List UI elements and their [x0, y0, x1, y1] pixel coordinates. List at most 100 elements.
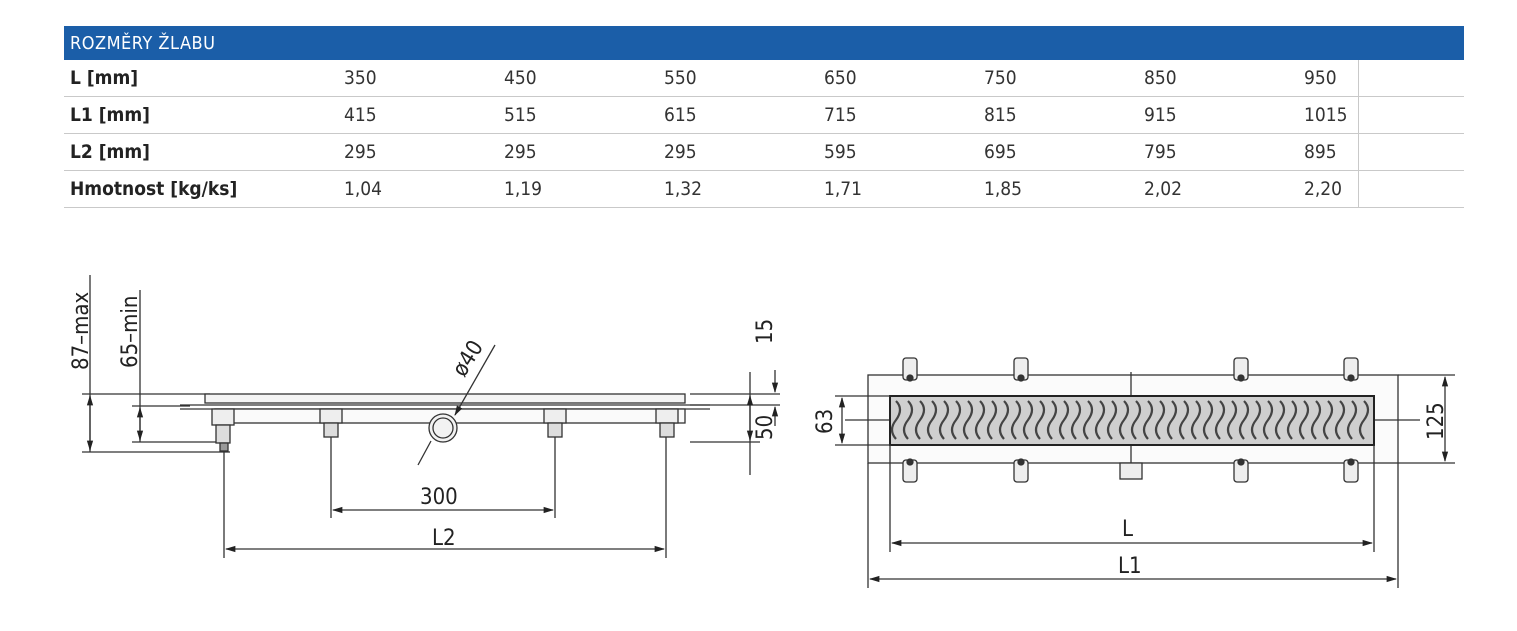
grate-wave [902, 400, 914, 440]
grate-wave [914, 400, 926, 440]
dim-87-max: 87–max [69, 292, 94, 370]
table-row: L [mm] 350 450 550 650 750 850 950 [64, 60, 1465, 97]
table-row: L1 [mm] 415 515 615 715 815 915 1015 [64, 96, 1465, 134]
top-view [835, 357, 1455, 588]
foot [319, 408, 343, 438]
grate-wave [1262, 400, 1274, 440]
grate-wave [1322, 400, 1334, 440]
cell: 550 [664, 60, 824, 97]
grate-wave [986, 400, 998, 440]
row-label: L1 [mm] [64, 96, 344, 134]
foot [543, 408, 567, 438]
grate-wave [1022, 400, 1034, 440]
cell: 595 [824, 133, 984, 171]
cell: 815 [984, 96, 1144, 134]
grate-wave [1166, 400, 1178, 440]
cell: 415 [344, 96, 504, 134]
dim-15: 15 [753, 319, 778, 344]
table-title: ROZMĚRY ŽLABU [64, 26, 1465, 60]
grate-wave [1118, 400, 1130, 440]
empty-cell [1358, 170, 1465, 208]
grate-wave [1106, 400, 1118, 440]
cell: 1,19 [504, 170, 664, 208]
table-row: L2 [mm] 295 295 295 595 695 795 895 [64, 133, 1465, 171]
cell: 715 [824, 96, 984, 134]
grate-wave [1226, 400, 1238, 440]
grate-wave [1046, 400, 1058, 440]
cell: 895 [1304, 133, 1359, 171]
cell: 695 [984, 133, 1144, 171]
grate-wave [938, 400, 950, 440]
cell: 2,20 [1304, 170, 1359, 208]
grate-wave [1010, 400, 1022, 440]
grate-wave [1082, 400, 1094, 440]
grate-wave [1250, 400, 1262, 440]
cell: 295 [504, 133, 664, 171]
cell: 295 [664, 133, 824, 171]
grate-wave [1034, 400, 1046, 440]
grate-wave [950, 400, 962, 440]
grate-wave [1178, 400, 1190, 440]
grate-wave [998, 400, 1010, 440]
cell: 1015 [1304, 96, 1359, 134]
foot [655, 408, 679, 438]
grate-wave [1358, 400, 1370, 440]
foot [211, 408, 235, 452]
cell: 915 [1144, 96, 1304, 134]
cell: 515 [504, 96, 664, 134]
grate-wave [1202, 400, 1214, 440]
grate-wave [1334, 400, 1346, 440]
side-view [82, 275, 780, 558]
grate-wave [1214, 400, 1226, 440]
grate-wave [1346, 400, 1358, 440]
cell: 450 [504, 60, 664, 97]
cell: 295 [344, 133, 504, 171]
table-row: Hmotnost [kg/ks] 1,04 1,19 1,32 1,71 1,8… [64, 170, 1465, 208]
grate-wave [1154, 400, 1166, 440]
row-label: L2 [mm] [64, 133, 344, 171]
empty-cell [1358, 96, 1465, 134]
row-label: L [mm] [64, 60, 344, 97]
dim-63: 63 [813, 409, 838, 434]
cell: 615 [664, 96, 824, 134]
dim-l1: L1 [1118, 554, 1142, 579]
grate-wave [962, 400, 974, 440]
cell: 1,04 [344, 170, 504, 208]
grate-wave [1238, 400, 1250, 440]
cell: 850 [1144, 60, 1304, 97]
grate-pattern [890, 400, 1370, 440]
grate-wave [1142, 400, 1154, 440]
dim-50: 50 [753, 415, 778, 440]
dim-65-min: 65–min [118, 296, 143, 368]
grate-wave [1094, 400, 1106, 440]
cell: 750 [984, 60, 1144, 97]
grate-wave [1058, 400, 1070, 440]
grate-wave [1310, 400, 1322, 440]
lug [902, 357, 1359, 483]
grate-wave [1298, 400, 1310, 440]
grate-wave [1070, 400, 1082, 440]
grate-wave [974, 400, 986, 440]
cell: 1,85 [984, 170, 1144, 208]
grate-wave [1130, 400, 1142, 440]
grate-wave [1286, 400, 1298, 440]
cell: 2,02 [1144, 170, 1304, 208]
cell: 650 [824, 60, 984, 97]
cell: 950 [1304, 60, 1359, 97]
cell: 795 [1144, 133, 1304, 171]
cell: 1,71 [824, 170, 984, 208]
dim-l: L [1122, 517, 1133, 542]
grate-wave [1274, 400, 1286, 440]
grate-wave [926, 400, 938, 440]
empty-cell [1358, 60, 1465, 97]
row-label: Hmotnost [kg/ks] [64, 170, 344, 208]
grate-wave [1190, 400, 1202, 440]
dim-125: 125 [1424, 402, 1449, 440]
dimensions-table: ROZMĚRY ŽLABU L [mm] 350 450 550 650 750… [64, 26, 1465, 208]
cell: 350 [344, 60, 504, 97]
grate-wave [890, 400, 902, 440]
dim-300: 300 [420, 485, 458, 510]
dim-l2: L2 [432, 526, 456, 551]
dim-diameter: ø40 [448, 336, 489, 381]
